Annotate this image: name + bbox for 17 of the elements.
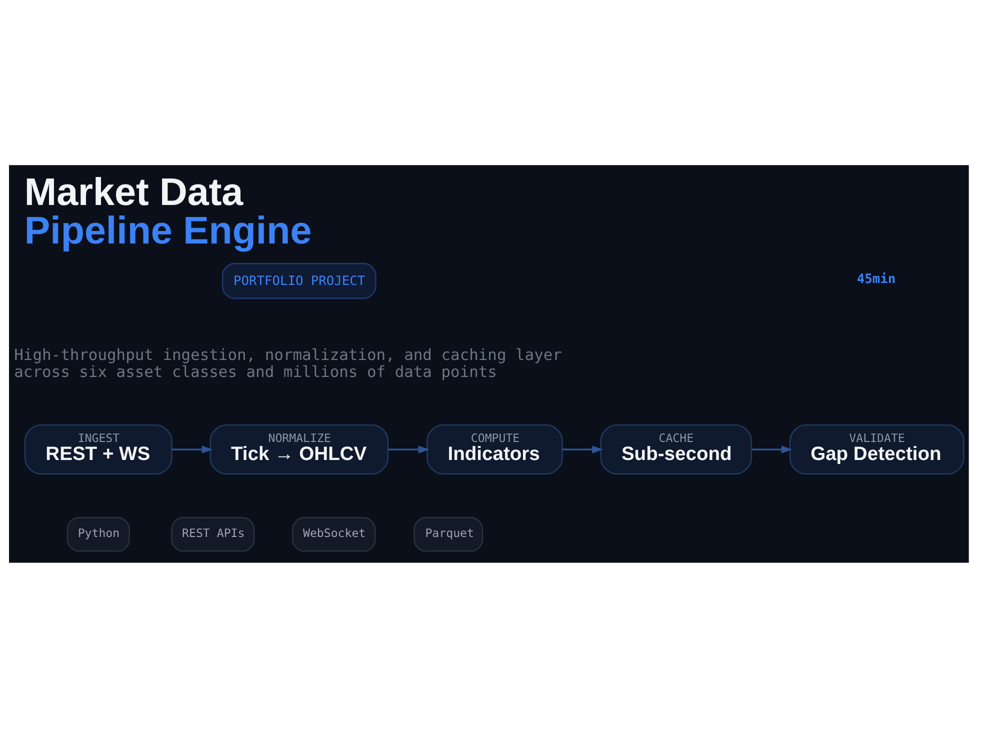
label: REST APIs bbox=[182, 526, 244, 540]
label: Parquet bbox=[424, 526, 474, 540]
arrow bbox=[388, 445, 429, 453]
label: Python bbox=[77, 526, 120, 540]
label: PORTFOLIO PROJECT bbox=[233, 273, 365, 288]
label: High-throughput ingestion, normalization, and caching layer across six asset classes and millions of data points bbox=[14, 346, 562, 380]
arrow bbox=[751, 445, 792, 453]
label: WebSocket bbox=[302, 526, 366, 540]
node-box: VALIDATE Gap Detection bbox=[788, 424, 964, 474]
label: 45min bbox=[856, 271, 896, 286]
arrow bbox=[562, 445, 603, 453]
node-box: COMPUTE Indicators bbox=[426, 424, 562, 474]
node-box: CACHE Sub-second bbox=[600, 424, 752, 474]
node-box: INGEST REST + WS bbox=[24, 424, 172, 474]
arrow bbox=[172, 445, 212, 453]
diagram-title: Market Data Pipeline Engine bbox=[24, 170, 312, 252]
node-box: NORMALIZE Tick → OHLCV bbox=[209, 424, 388, 474]
